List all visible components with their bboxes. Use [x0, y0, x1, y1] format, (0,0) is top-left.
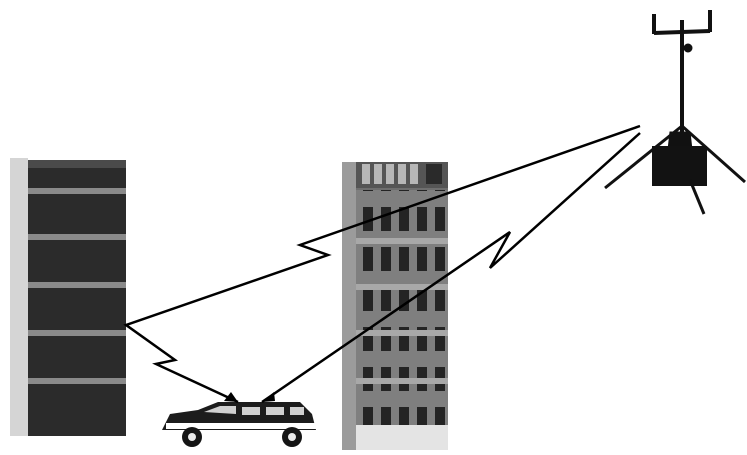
signal-path-right [262, 133, 640, 402]
middle-building-icon [342, 162, 448, 450]
left-building-icon [10, 158, 126, 436]
antenna-mast-icon [605, 10, 745, 214]
arrowhead-right [262, 392, 275, 402]
station-wagon-icon [162, 402, 316, 447]
